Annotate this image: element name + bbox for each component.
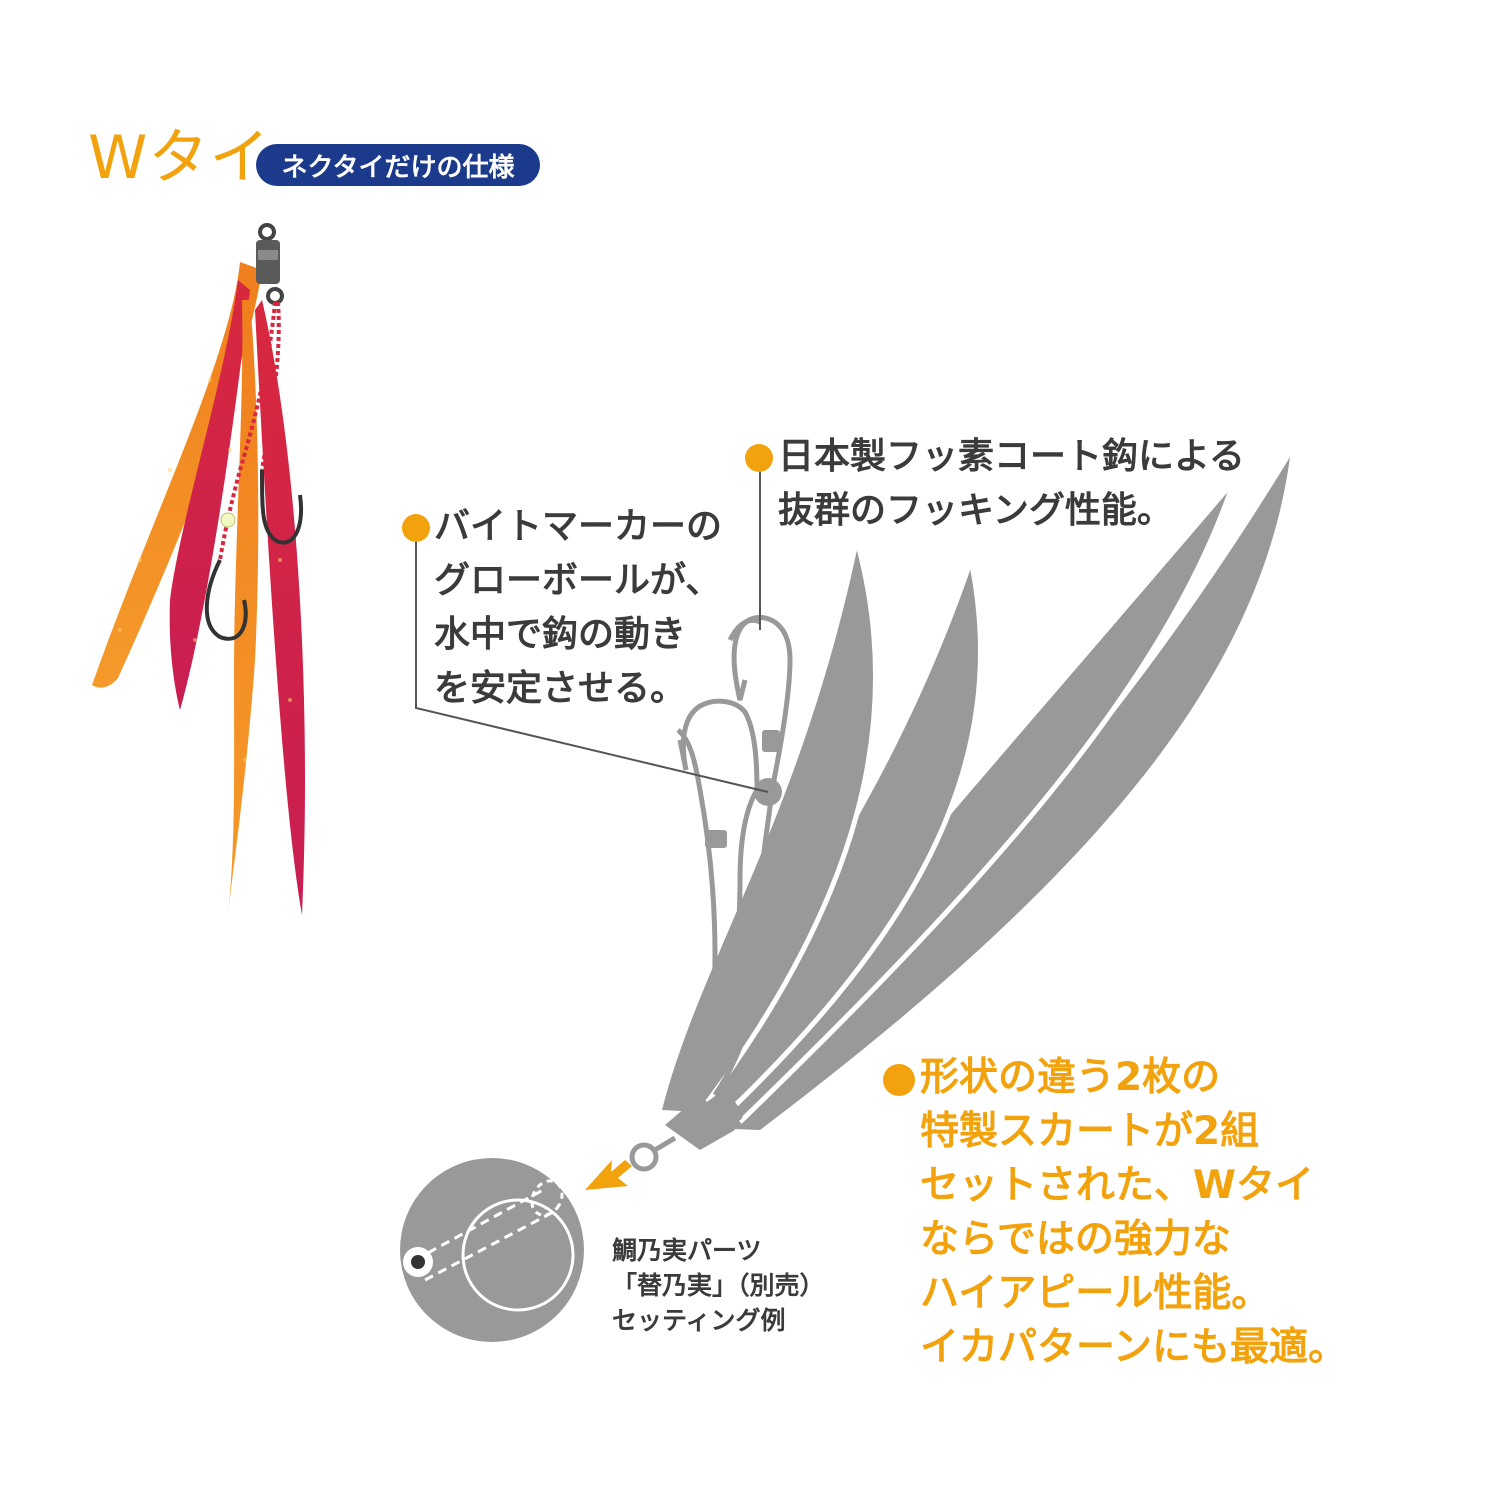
leaf-long-1 xyxy=(700,487,1232,1122)
callout-bite-marker: バイトマーカーの グローボールが、 水中で鈎の動き を安定させる。 xyxy=(434,500,722,716)
skirt-red-long xyxy=(255,300,305,915)
callout-line: 特製スカートが2組 xyxy=(920,1109,1260,1154)
hook-upper-icon xyxy=(260,469,304,545)
callout-line: 抜群のフッキング性能。 xyxy=(778,490,1173,531)
parts-note-line: 「替乃実」（別売） xyxy=(612,1271,825,1300)
arrow-icon xyxy=(585,1160,632,1190)
swivel-diagram xyxy=(665,1091,743,1150)
sinker-diagram xyxy=(400,1158,584,1342)
parts-note: 鯛乃実パーツ 「替乃実」（別売） セッティング例 xyxy=(612,1233,825,1338)
product-title: Wタイ xyxy=(88,123,271,193)
bullet-dot xyxy=(402,514,430,542)
glow-ball xyxy=(220,512,236,528)
callout-skirt: 形状の違う2枚の 特製スカートが2組 セットされた、Wタイ ならではの強力な ハ… xyxy=(920,1051,1347,1375)
bullet-dot xyxy=(883,1064,915,1096)
skirt-orange-long xyxy=(228,300,259,912)
skirt-orange-wide xyxy=(92,262,262,688)
callout-line: を安定させる。 xyxy=(434,668,687,709)
hook-upper-diagram-icon xyxy=(731,615,793,791)
callout-line: 日本製フッ素コート鈎による xyxy=(778,436,1245,477)
skirt-red-wide xyxy=(169,280,250,710)
callout-line: セットされた、Wタイ xyxy=(920,1163,1315,1208)
swivel-ring-diagram-icon xyxy=(629,1142,659,1172)
spec-badge: ネクタイだけの仕様 xyxy=(256,144,540,186)
product-photo xyxy=(92,223,305,915)
callout-line: 形状の違う2枚の xyxy=(920,1055,1221,1100)
callout-line: ハイアピール性能。 xyxy=(920,1271,1271,1316)
swivel-body xyxy=(256,240,280,284)
callout-line: グローボールが、 xyxy=(434,560,722,601)
callout-hook: 日本製フッ素コート鈎による 抜群のフッキング性能。 xyxy=(778,430,1245,538)
leader-lines xyxy=(415,471,769,793)
callout-line: バイトマーカーの xyxy=(434,506,723,547)
callout-line: 水中で鈎の動き xyxy=(434,614,687,655)
hook-lower-diagram-icon xyxy=(680,698,760,791)
hook-lower-icon xyxy=(204,559,248,641)
bullet-dot xyxy=(745,444,773,472)
parts-note-line: セッティング例 xyxy=(612,1306,786,1335)
callout-line: ならではの強力な xyxy=(920,1217,1231,1262)
leaf-small-2 xyxy=(690,565,981,1120)
hook-rig-diagram xyxy=(676,615,793,1097)
callout-line: イカパターンにも最適。 xyxy=(920,1325,1348,1370)
swivel-ring-icon xyxy=(258,223,276,241)
parts-note-line: 鯛乃実パーツ xyxy=(612,1236,762,1265)
